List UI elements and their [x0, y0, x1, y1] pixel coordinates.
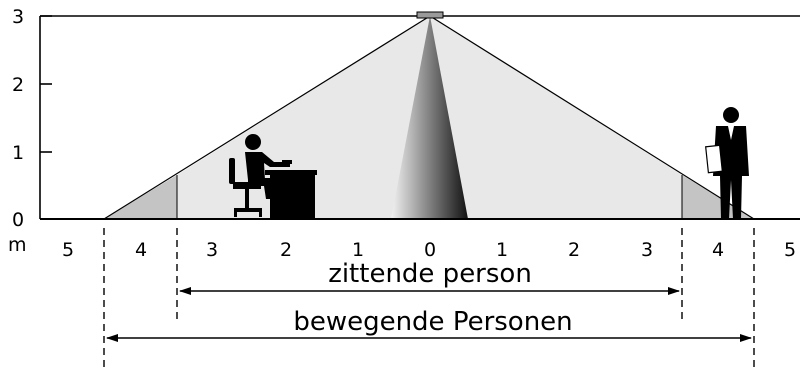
seated-person-icon [229, 134, 317, 219]
x-tick-label-center-0: 0 [424, 239, 436, 261]
x-tick-label-right-2: 2 [568, 239, 580, 261]
x-tick-label-left-5: 5 [62, 239, 74, 261]
detection-edge-right [429, 15, 755, 220]
y-tick-label-0: 0 [12, 209, 24, 231]
y-tick-label-2: 2 [12, 74, 24, 96]
x-tick-label-right-1: 1 [496, 239, 508, 261]
y-tick-label-1: 1 [12, 142, 24, 164]
sensor-center-cone [391, 16, 468, 219]
axis-unit-label: m [8, 234, 27, 256]
x-tick-label-left-2: 2 [280, 239, 292, 261]
moving-range-label: bewegende Personen [293, 307, 572, 337]
x-tick-label-right-4: 4 [712, 239, 724, 261]
x-tick-label-left-3: 3 [206, 239, 218, 261]
x-tick-label-left-4: 4 [135, 239, 147, 261]
detection-edge-left [103, 15, 431, 220]
x-tick-label-right-5: 5 [784, 239, 796, 261]
standing-person-icon [705, 107, 749, 219]
x-tick-label-right-3: 3 [641, 239, 653, 261]
seated-range-label: zittende person [328, 259, 532, 289]
y-tick-label-3: 3 [12, 6, 24, 28]
sensor-icon [416, 11, 444, 19]
x-tick-label-left-1: 1 [352, 239, 364, 261]
